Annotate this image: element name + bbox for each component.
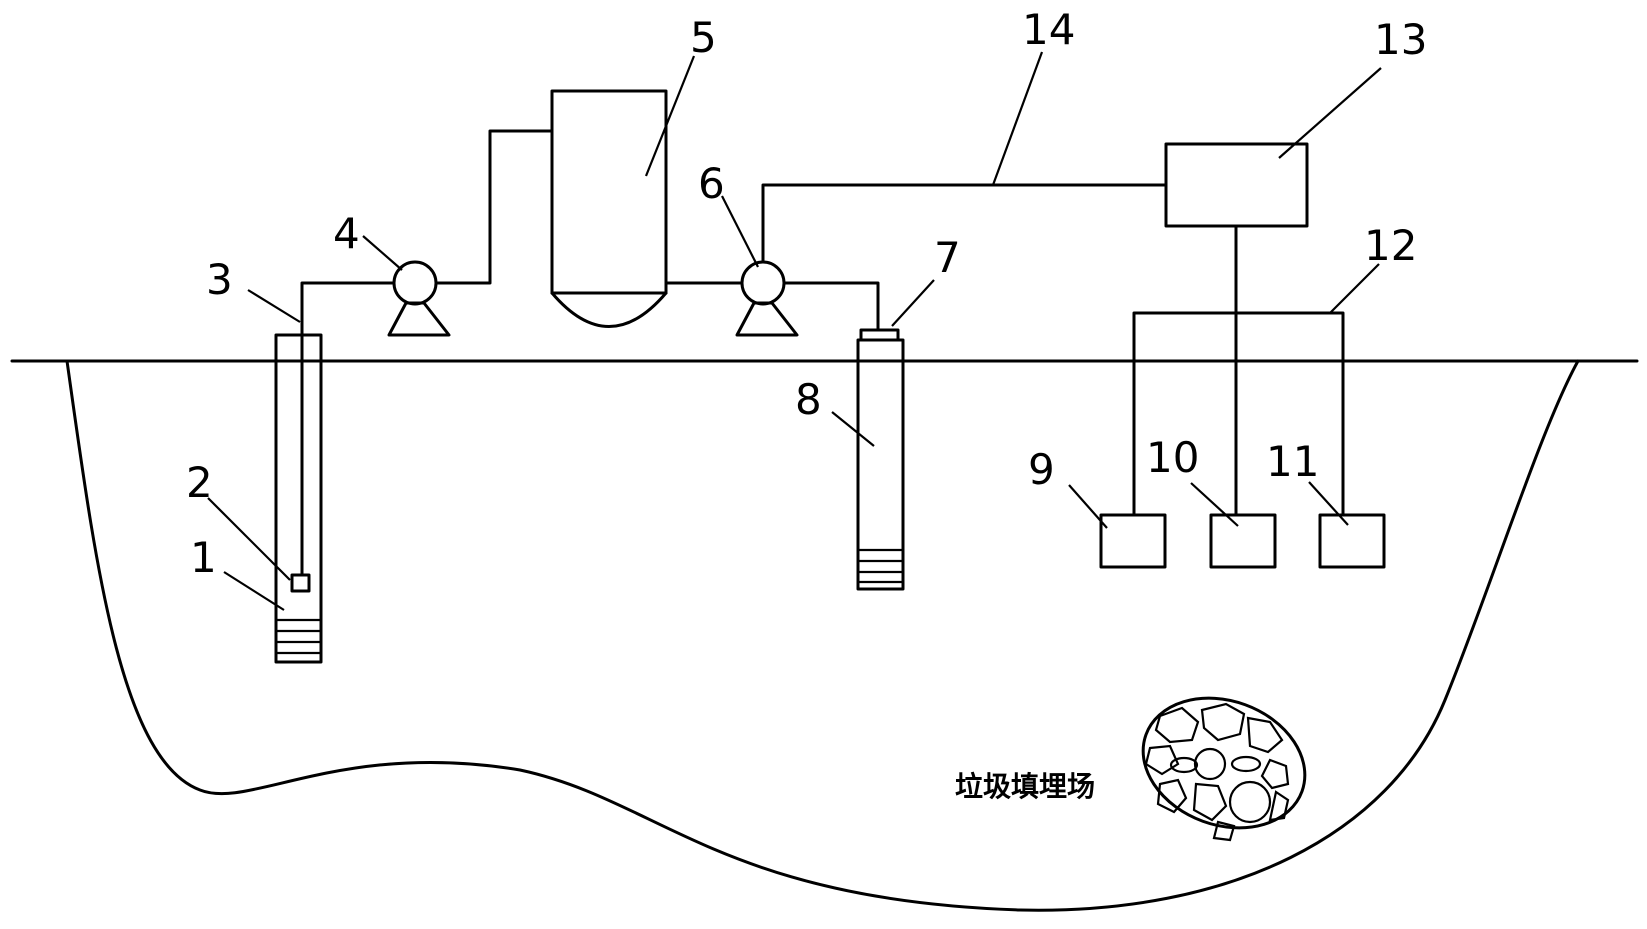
label-6: 6 bbox=[698, 159, 725, 208]
extraction-well bbox=[274, 333, 323, 664]
control-line bbox=[761, 183, 1168, 264]
probe-sensor bbox=[290, 573, 311, 593]
label-1: 1 bbox=[190, 533, 217, 582]
sensor-11 bbox=[1318, 513, 1386, 569]
label-12: 12 bbox=[1364, 221, 1417, 270]
label-10: 10 bbox=[1146, 433, 1199, 482]
injection-well bbox=[856, 338, 905, 591]
leader-lines bbox=[207, 51, 1382, 611]
label-8: 8 bbox=[795, 375, 822, 424]
label-3: 3 bbox=[206, 255, 233, 304]
controller-box bbox=[1164, 142, 1309, 228]
pump-6 bbox=[735, 260, 799, 337]
sensor-10 bbox=[1209, 513, 1277, 569]
sensor-9 bbox=[1099, 513, 1167, 569]
label-11: 11 bbox=[1266, 437, 1319, 486]
suction-pipe bbox=[300, 281, 396, 337]
label-14: 14 bbox=[1022, 5, 1075, 54]
pump-4 bbox=[387, 260, 451, 337]
injection-pipe bbox=[782, 281, 880, 332]
label-13: 13 bbox=[1374, 15, 1427, 64]
pit-boundary bbox=[65, 359, 1580, 912]
label-4: 4 bbox=[333, 209, 360, 258]
landfill-symbol bbox=[1141, 696, 1307, 842]
pipe-to-tank bbox=[434, 129, 554, 285]
landfill-caption: 垃圾填埋场 bbox=[955, 770, 1095, 803]
storage-tank bbox=[550, 89, 668, 328]
label-7: 7 bbox=[934, 233, 961, 282]
label-5: 5 bbox=[690, 13, 717, 62]
signal-bus bbox=[1132, 311, 1345, 517]
label-9: 9 bbox=[1028, 445, 1055, 494]
label-2: 2 bbox=[186, 458, 213, 507]
